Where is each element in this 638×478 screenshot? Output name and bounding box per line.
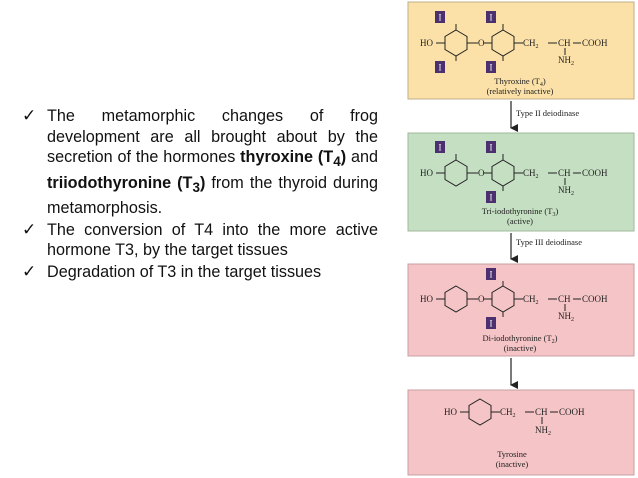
bullet-conversion: ✓ The conversion of T4 into the more act… — [22, 220, 378, 261]
di-iodothyronine-structure — [436, 281, 581, 317]
bullet-text-end: from the thyroid during metamorphosis. — [47, 173, 379, 218]
bullet-text: The conversion of T4 into the more activ… — [47, 220, 378, 260]
svg-text:CH: CH — [558, 168, 571, 178]
svg-text:NH2: NH2 — [558, 185, 574, 197]
svg-text:I: I — [490, 63, 493, 73]
svg-text:NH2: NH2 — [558, 55, 574, 67]
checkmark-icon: ✓ — [22, 106, 37, 125]
di-iodothyronine-labels: HO O CH2 CH COOH NH2 — [420, 294, 608, 323]
svg-text:HO: HO — [444, 407, 457, 417]
svg-text:HO: HO — [420, 38, 433, 48]
bullet-text-start: The metamorphic changes of frog developm… — [47, 107, 378, 166]
svg-text:CH: CH — [535, 407, 548, 417]
bullet-text-and: and — [346, 148, 378, 166]
svg-text:COOH: COOH — [582, 38, 608, 48]
thyroxine-labels: HO O CH2 CH COOH NH2 — [420, 38, 608, 67]
di-iodothyronine-panel — [407, 263, 635, 357]
tyrosine-status: (inactive) — [496, 459, 529, 469]
tyrosine-structure — [460, 398, 558, 426]
bullet-degradation: ✓ Degradation of T3 in the target tissue… — [22, 262, 378, 283]
tri-iodothyronine-panel — [407, 132, 635, 232]
iodine-badge: I — [486, 317, 496, 329]
iodine-badge: I — [435, 11, 445, 23]
svg-text:I: I — [439, 13, 442, 23]
di-iodothyronine-name: Di-iodothyronine (T2) — [482, 333, 557, 345]
iodine-badge: I — [486, 191, 496, 203]
svg-text:O: O — [478, 168, 485, 178]
tri-iodothyronine-labels: HO O CH2 CH COOH NH2 — [420, 168, 608, 197]
checkmark-icon: ✓ — [22, 261, 37, 281]
thyroxine-structure — [436, 24, 581, 61]
checkmark-icon: ✓ — [22, 219, 37, 239]
thyroxine-name: Thyroxine (T4) — [494, 76, 546, 88]
svg-text:O: O — [478, 294, 485, 304]
svg-text:I: I — [490, 193, 493, 203]
di-iodothyronine-status: (inactive) — [504, 343, 537, 353]
thyroxine-status: (relatively inactive) — [487, 86, 554, 96]
bullet-metamorphic-changes: ✓ The metamorphic changes of frog develo… — [22, 106, 378, 219]
svg-text:NH2: NH2 — [535, 425, 551, 437]
svg-text:CH: CH — [558, 294, 571, 304]
iodine-badge: I — [435, 61, 445, 73]
benzene-ring — [444, 159, 468, 187]
svg-text:HO: HO — [420, 168, 433, 178]
tyrosine-panel — [407, 389, 635, 476]
tyrosine-name: Tyrosine — [497, 449, 527, 459]
iodine-badge: I — [435, 141, 445, 153]
triiodothyronine-term: triiodothyronine (T3) — [47, 173, 206, 195]
thyroxine-term: thyroxine (T4) — [240, 148, 347, 170]
svg-text:CH2: CH2 — [523, 38, 539, 50]
bullet-list: ✓ The metamorphic changes of frog develo… — [22, 106, 378, 283]
svg-text:CH2: CH2 — [500, 407, 516, 419]
svg-text:CH2: CH2 — [523, 168, 539, 180]
thyroxine-panel — [407, 1, 635, 100]
iodine-badge: I — [486, 11, 496, 23]
enzyme-label-type-iii: Type III deiodinase — [516, 237, 582, 247]
svg-text:COOH: COOH — [559, 407, 585, 417]
svg-text:HO: HO — [420, 294, 433, 304]
svg-text:I: I — [490, 13, 493, 23]
svg-text:NH2: NH2 — [558, 311, 574, 323]
svg-text:I: I — [490, 319, 493, 329]
tri-iodothyronine-structure — [436, 154, 581, 191]
svg-text:I: I — [439, 143, 442, 153]
benzene-ring — [444, 285, 468, 313]
svg-text:CH2: CH2 — [523, 294, 539, 306]
bullet-text: Degradation of T3 in the target tissues — [47, 262, 322, 281]
tyrosine-labels: HO CH2 CH COOH NH2 — [444, 407, 585, 437]
svg-text:I: I — [490, 270, 493, 280]
svg-text:I: I — [490, 143, 493, 153]
svg-text:O: O — [478, 38, 485, 48]
iodine-badge: I — [486, 268, 496, 280]
svg-text:CH: CH — [558, 38, 571, 48]
iodine-badge: I — [486, 141, 496, 153]
iodine-badge: I — [486, 61, 496, 73]
svg-text:COOH: COOH — [582, 168, 608, 178]
svg-text:COOH: COOH — [582, 294, 608, 304]
svg-text:I: I — [439, 63, 442, 73]
tri-iodothyronine-status: (active) — [507, 216, 533, 226]
enzyme-label-type-ii: Type II deiodinase — [516, 108, 579, 118]
benzene-ring — [468, 398, 492, 426]
tri-iodothyronine-name: Tri-iodothyronine (T3) — [482, 206, 559, 218]
